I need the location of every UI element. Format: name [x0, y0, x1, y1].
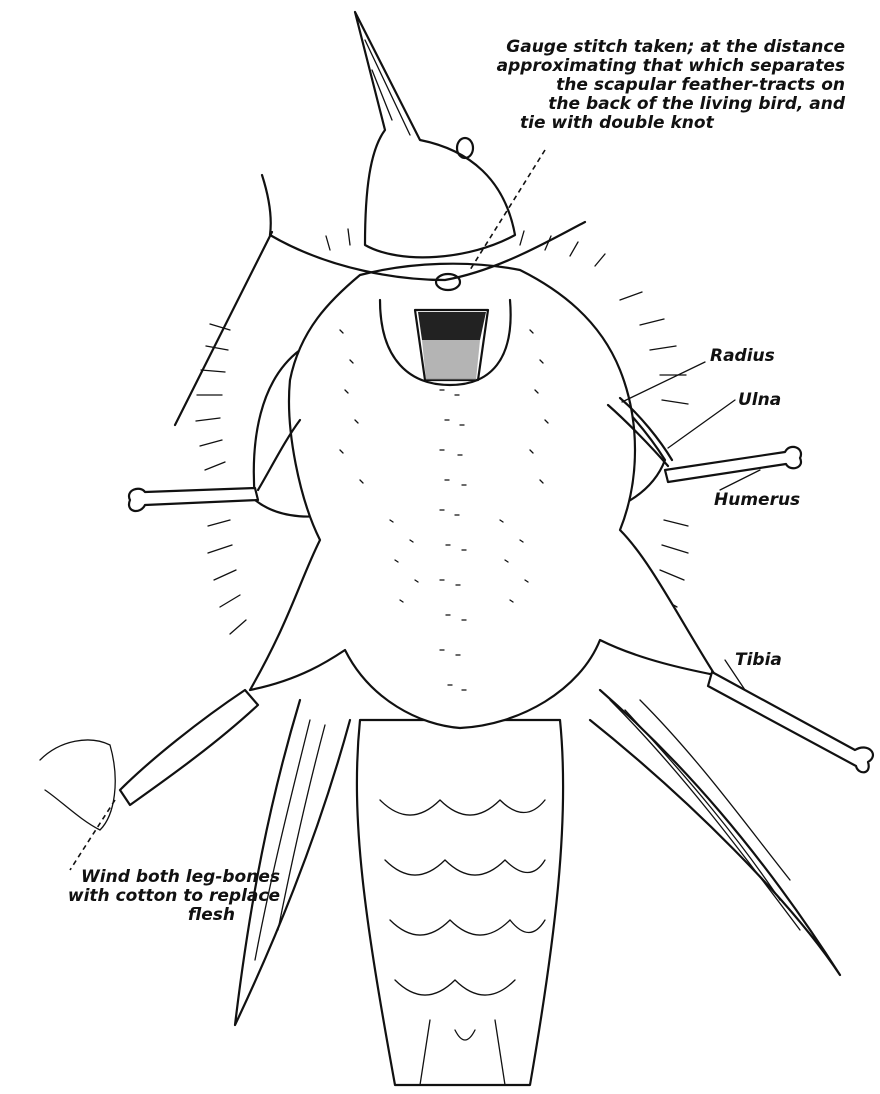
- wind-line-3: flesh: [0, 906, 280, 925]
- neck-stipple: [422, 340, 480, 380]
- tibia-right: [708, 672, 873, 772]
- wind-line-1: Wind both leg-bones: [0, 868, 280, 887]
- humerus-left: [129, 488, 258, 511]
- humerus-label: Humerus: [714, 490, 800, 510]
- gauge-line-4: the back of the living bird, and: [425, 95, 845, 114]
- leader-wind: [70, 800, 115, 870]
- radius-label: Radius: [710, 346, 775, 366]
- leader-ulna: [668, 400, 735, 448]
- leader-radius: [622, 362, 705, 402]
- tibia-label: Tibia: [735, 650, 782, 670]
- rump: [357, 720, 563, 1085]
- neck-shading: [418, 312, 486, 340]
- tail-feather-right-inner: [610, 700, 800, 930]
- ulna-label: Ulna: [738, 390, 781, 410]
- wind-leg-bones-callout: Wind both leg-bones with cotton to repla…: [0, 868, 280, 925]
- gauge-line-2: approximating that which separates: [425, 57, 845, 76]
- humerus-right: [665, 447, 801, 482]
- gauge-line-1: Gauge stitch taken; at the distance: [425, 38, 845, 57]
- gauge-line-3: the scapular feather-tracts on: [425, 76, 845, 95]
- wind-line-2: with cotton to replace: [0, 887, 280, 906]
- leg-wrapped-left: [120, 690, 258, 805]
- gauge-line-5: tie with double knot: [425, 114, 845, 133]
- thread-loose-end: [175, 175, 272, 425]
- gauge-stitch-callout: Gauge stitch taken; at the distance appr…: [425, 38, 845, 133]
- eye: [457, 138, 473, 158]
